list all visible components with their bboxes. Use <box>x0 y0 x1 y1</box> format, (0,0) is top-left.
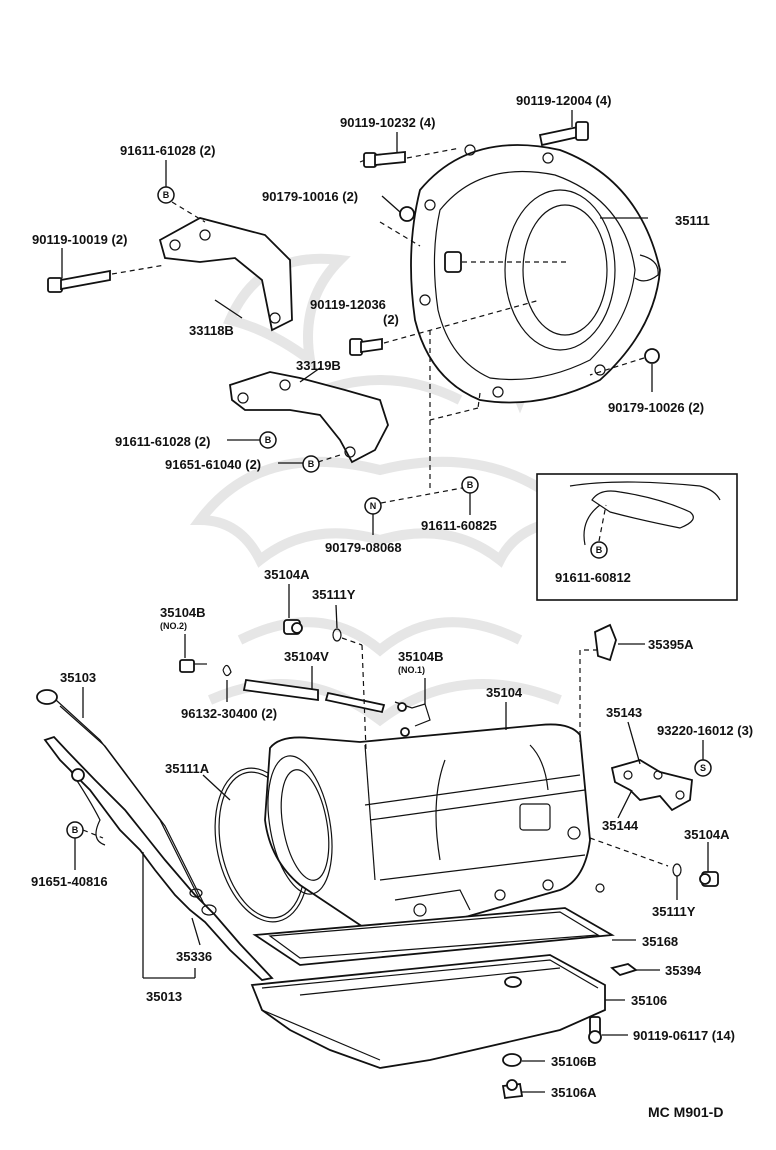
union-35104B-no1 <box>394 701 431 737</box>
label-35395A: 35395A <box>648 637 694 652</box>
label-35103: 35103 <box>60 670 96 685</box>
tube-straight <box>324 691 386 714</box>
bolt-90119-12036 <box>349 337 383 356</box>
label-35168: 35168 <box>642 934 678 949</box>
label-35104: 35104 <box>486 685 523 700</box>
label-90119-12004: 90119-12004 (4) <box>516 93 611 108</box>
label-90179-08068: 90179-08068 <box>325 540 402 555</box>
leader-lines <box>61 110 709 1093</box>
label-90119-06117: 90119-06117 (14) <box>633 1028 735 1043</box>
clip-96132-30400 <box>222 664 232 677</box>
label-33119B: 33119B <box>296 358 341 373</box>
part-labels: 90119-12004 (4) 90119-10232 (4) 91611-61… <box>31 93 753 1120</box>
magnet-35394 <box>610 963 638 977</box>
transmission-case-35104 <box>264 723 605 935</box>
diagram-code: MC M901-D <box>648 1104 723 1120</box>
bolt-90119-10232 <box>363 151 406 168</box>
label-35104B-no2: 35104B <box>160 605 206 620</box>
label-91611-61028-mid: 91611-61028 (2) <box>115 434 210 449</box>
washer-91611-61028-mid: B <box>259 431 277 449</box>
plug-35104A-top <box>283 619 303 635</box>
gasket-35106B <box>502 1053 522 1067</box>
label-35104B-no2-sub: (NO.2) <box>160 621 187 631</box>
sensor-35395A <box>594 623 617 662</box>
label-33118B: 33118B <box>189 323 234 338</box>
label-96132-30400: 96132-30400 (2) <box>181 706 277 721</box>
washer-91651-40816: B <box>66 821 84 839</box>
o-ring-35111Y-top <box>332 628 342 642</box>
svg-text:B: B <box>163 190 170 200</box>
gasket-35168 <box>252 907 615 966</box>
bracket-33118B <box>158 217 293 332</box>
label-35111: 35111 <box>675 213 710 228</box>
label-35143: 35143 <box>606 705 642 720</box>
label-90119-12036: 90119-12036 <box>310 297 386 312</box>
label-91651-61040: 91651-61040 (2) <box>165 457 261 472</box>
label-35111A: 35111A <box>165 761 210 776</box>
label-35104B-no1: 35104B <box>398 649 444 664</box>
label-93220-16012: 93220-16012 (3) <box>657 723 753 738</box>
washer-91651-61040: B <box>302 455 320 473</box>
washer-91611-61028-top: B <box>157 186 175 204</box>
inset-detail-box: B <box>536 473 738 601</box>
label-35111Y-right: 35111Y <box>652 904 696 919</box>
label-35144: 35144 <box>602 818 639 833</box>
label-35104V: 35104V <box>284 649 329 664</box>
svg-text:B: B <box>596 545 603 555</box>
svg-text:N: N <box>370 501 377 511</box>
plug-35104A-right <box>699 871 719 887</box>
label-35336: 35336 <box>176 949 212 964</box>
label-35106B: 35106B <box>551 1054 597 1069</box>
bolt-90119-10019 <box>47 269 111 293</box>
label-35394: 35394 <box>665 963 702 978</box>
label-90119-10019: 90119-10019 (2) <box>32 232 127 247</box>
nut-90179-10016 <box>399 206 415 222</box>
nut-90179-10026 <box>644 348 660 364</box>
label-35111Y-top: 35111Y <box>312 587 356 602</box>
label-90119-10232: 90119-10232 (4) <box>340 115 435 130</box>
label-35106A: 35106A <box>551 1085 597 1100</box>
bell-housing-35111 <box>410 144 661 404</box>
hose-35104V <box>242 678 319 702</box>
label-90179-10026: 90179-10026 (2) <box>608 400 704 415</box>
svg-text:B: B <box>72 825 79 835</box>
bolt-90119-06117 <box>588 1016 602 1044</box>
o-ring-35336 <box>189 888 217 916</box>
bracket-33119B <box>229 371 389 464</box>
label-35013: 35013 <box>146 989 182 1004</box>
filler-tube-35013 <box>43 735 274 981</box>
svg-text:B: B <box>308 459 315 469</box>
label-90179-10016: 90179-10016 (2) <box>262 189 358 204</box>
plug-35104B-no2 <box>179 659 207 673</box>
label-91611-60825: 91611-60825 <box>421 518 497 533</box>
label-35104A-top: 35104A <box>264 567 310 582</box>
bolt-90119-12004 <box>538 121 589 147</box>
label-90119-12036-qty: (2) <box>383 312 399 327</box>
label-35104A-right: 35104A <box>684 827 730 842</box>
label-91651-40816: 91651-40816 <box>31 874 108 889</box>
dipstick-35103 <box>36 689 206 907</box>
washer-93220-16012: S <box>694 759 712 777</box>
drain-plug-35106A <box>501 1079 524 1099</box>
svg-text:S: S <box>700 763 706 773</box>
svg-text:B: B <box>265 435 272 445</box>
label-91611-60812: 91611-60812 <box>555 570 631 585</box>
nut-90179-08068: N <box>364 497 382 515</box>
oil-pan-35106 <box>250 954 606 1069</box>
label-35106: 35106 <box>631 993 667 1008</box>
shift-bracket-35144 <box>610 759 693 812</box>
label-35104B-no1-sub: (NO.1) <box>398 665 425 675</box>
o-ring-35111Y-right <box>672 863 682 877</box>
svg-text:B: B <box>467 480 474 490</box>
washer-91611-60825: B <box>461 476 479 494</box>
label-91611-61028-top: 91611-61028 (2) <box>120 143 215 158</box>
